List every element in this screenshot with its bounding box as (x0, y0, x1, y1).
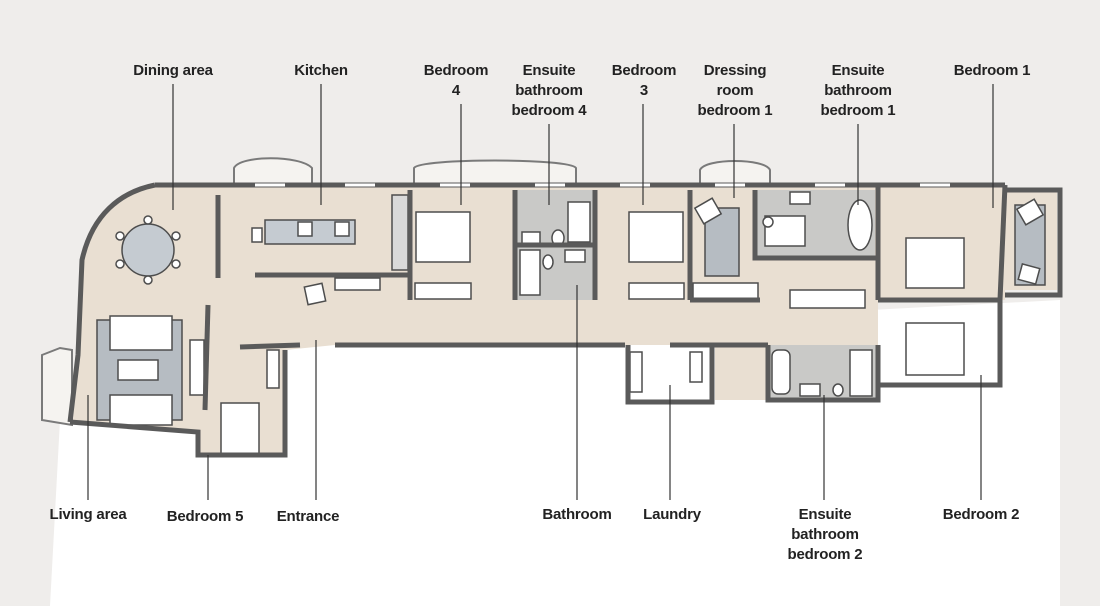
label-ensuite-bedroom-2: Ensuite bathroom bedroom 2 (787, 506, 863, 563)
label-kitchen: Kitchen (294, 62, 348, 79)
bed-1 (905, 237, 965, 289)
label-dining-area: Dining area (133, 62, 213, 79)
bed-5 (220, 402, 260, 456)
walls (67, 182, 1063, 458)
window-bays (41, 157, 771, 427)
furniture (96, 191, 1046, 456)
leader-lines (87, 84, 994, 500)
label-ensuite-bedroom-4: Ensuite bathroom bedroom 4 (511, 62, 587, 119)
dining-table (121, 223, 175, 277)
label-laundry: Laundry (643, 506, 701, 523)
label-living-area: Living area (49, 506, 127, 523)
bathtub-2 (771, 349, 791, 395)
bathtub-1 (847, 199, 873, 251)
label-entrance: Entrance (276, 508, 340, 525)
label-bedroom-2: Bedroom 2 (942, 506, 1020, 523)
label-ensuite-bedroom-1: Ensuite bathroom bedroom 1 (820, 62, 896, 119)
bed-4 (415, 211, 471, 263)
label-bathroom: Bathroom (542, 506, 612, 523)
label-dressing-room: Dressing room bedroom 1 (697, 62, 773, 119)
bed-2 (905, 322, 965, 376)
bed-3 (628, 211, 684, 263)
label-bedroom-3: Bedroom 3 (611, 62, 677, 99)
label-bedroom-4: Bedroom 4 (423, 62, 489, 99)
label-bedroom-5: Bedroom 5 (166, 508, 244, 525)
label-bedroom-1: Bedroom 1 (953, 62, 1031, 79)
